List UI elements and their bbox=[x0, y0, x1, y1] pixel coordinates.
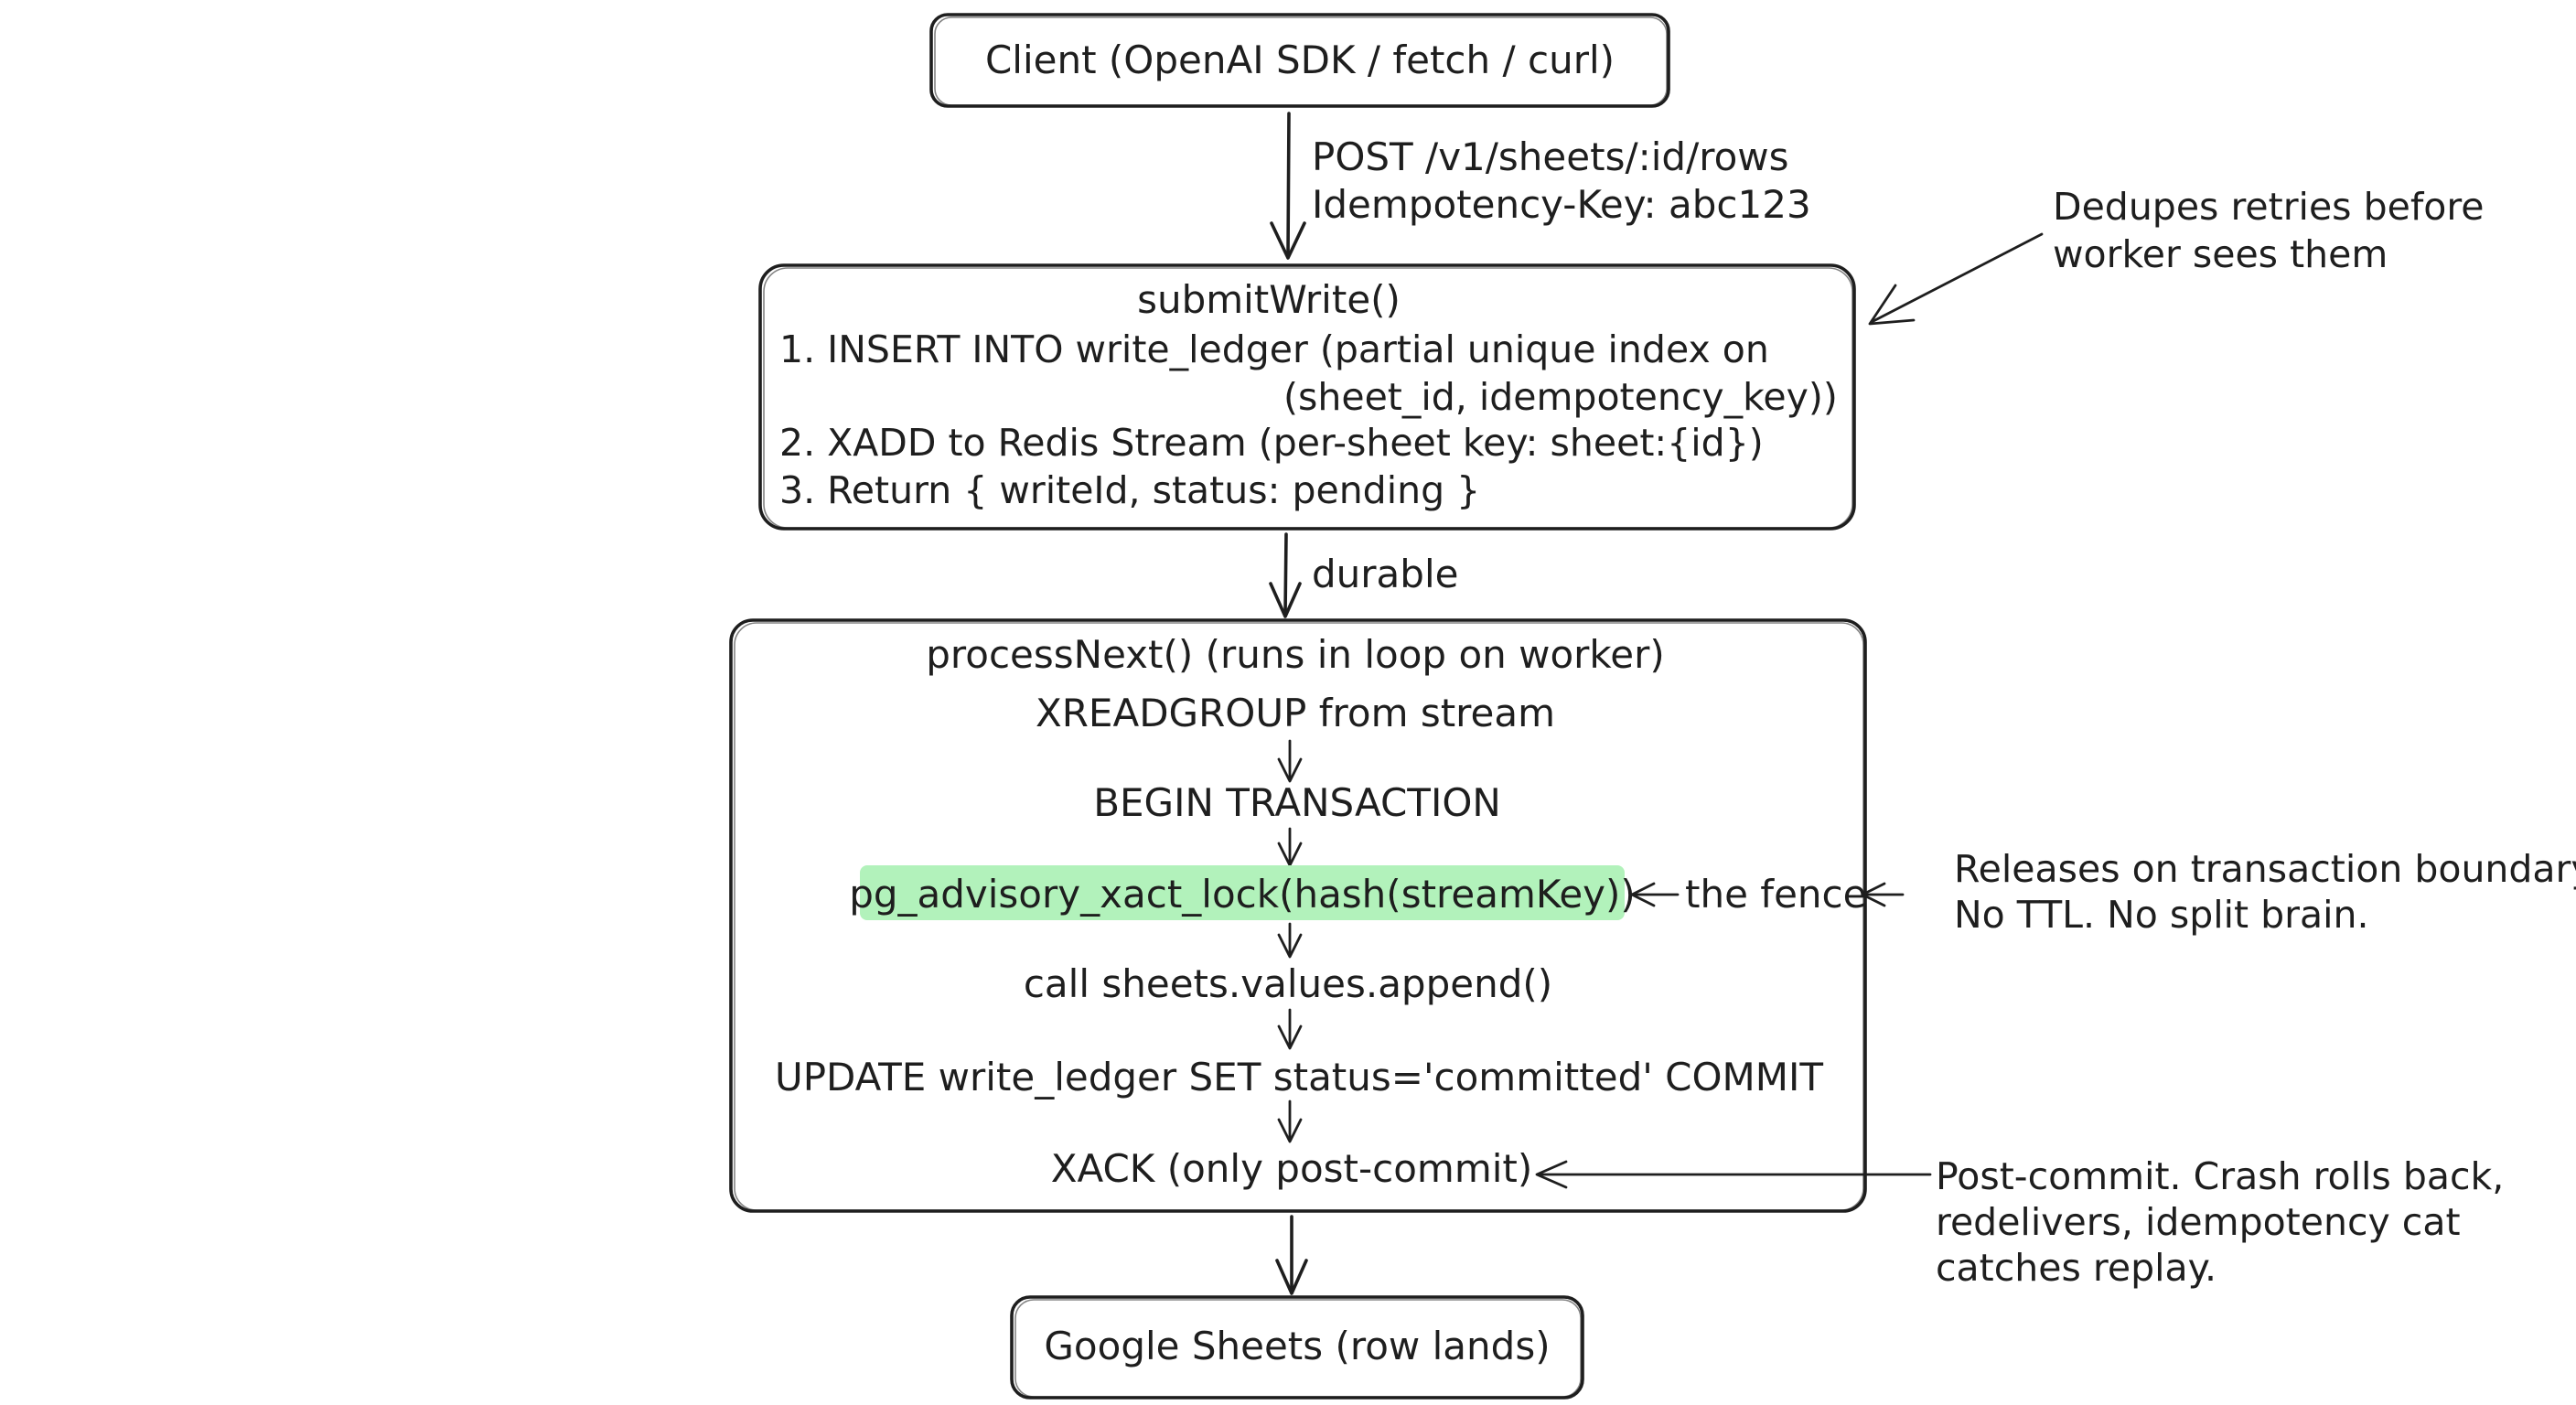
request-endpoint-label: POST /v1/sheets/:id/rows bbox=[1312, 134, 1789, 179]
post-commit-note-line-3: catches replay. bbox=[1936, 1246, 2216, 1290]
fence-note: Releases on transaction boundary. No TTL… bbox=[1861, 847, 2576, 937]
submit-write-title: submitWrite() bbox=[1137, 277, 1401, 322]
client-node: Client (OpenAI SDK / fetch / curl) bbox=[929, 13, 1670, 108]
client-label: Client (OpenAI SDK / fetch / curl) bbox=[985, 38, 1615, 82]
sheets-append-step: call sheets.values.append() bbox=[1024, 961, 1552, 1006]
post-commit-note-line-1: Post-commit. Crash rolls back, bbox=[1936, 1154, 2504, 1198]
begin-transaction-step: BEGIN TRANSACTION bbox=[1093, 780, 1501, 825]
dedupe-note: Dedupes retries before worker sees them bbox=[1868, 185, 2485, 326]
advisory-lock-step: pg_advisory_xact_lock(hash(streamKey)) bbox=[849, 872, 1636, 917]
dedupe-note-line-1: Dedupes retries before bbox=[2053, 185, 2485, 229]
submit-step-1-continued: (sheet_id, idempotency_key)) bbox=[1283, 375, 1838, 419]
xack-step: XACK (only post-commit) bbox=[1051, 1146, 1533, 1191]
google-sheets-label: Google Sheets (row lands) bbox=[1044, 1324, 1550, 1368]
xreadgroup-step: XREADGROUP from stream bbox=[1036, 691, 1555, 735]
submit-to-process-edge: durable bbox=[1269, 532, 1458, 618]
idempotency-key-label: Idempotency-Key: abc123 bbox=[1312, 182, 1811, 227]
advisory-lock-highlight bbox=[860, 865, 1625, 920]
submit-write-node: submitWrite() 1. INSERT INTO write_ledge… bbox=[758, 263, 1856, 531]
fence-label: the fence bbox=[1685, 872, 1866, 917]
submit-step-2: 2. XADD to Redis Stream (per-sheet key: … bbox=[779, 421, 1764, 465]
process-next-node: processNext() (runs in loop on worker) X… bbox=[729, 618, 1867, 1213]
fence-note-line-2: No TTL. No split brain. bbox=[1954, 893, 2369, 937]
google-sheets-node: Google Sheets (row lands) bbox=[1010, 1295, 1584, 1400]
post-commit-note-line-2: redelivers, idempotency cat bbox=[1936, 1200, 2461, 1244]
post-commit-note: Post-commit. Crash rolls back, redeliver… bbox=[1535, 1154, 2504, 1290]
submit-step-1: 1. INSERT INTO write_ledger (partial uni… bbox=[779, 327, 1769, 371]
dedupe-note-line-2: worker sees them bbox=[2053, 232, 2388, 276]
update-commit-step: UPDATE write_ledger SET status='committe… bbox=[775, 1055, 1823, 1099]
client-to-submit-edge: POST /v1/sheets/:id/rows Idempotency-Key… bbox=[1270, 112, 1811, 260]
submit-step-3: 3. Return { writeId, status: pending } bbox=[779, 468, 1480, 512]
fence-note-line-1: Releases on transaction boundary. bbox=[1954, 847, 2576, 891]
process-next-title: processNext() (runs in loop on worker) bbox=[926, 632, 1665, 677]
durable-label: durable bbox=[1312, 552, 1458, 596]
process-to-sheets-edge bbox=[1275, 1215, 1308, 1295]
